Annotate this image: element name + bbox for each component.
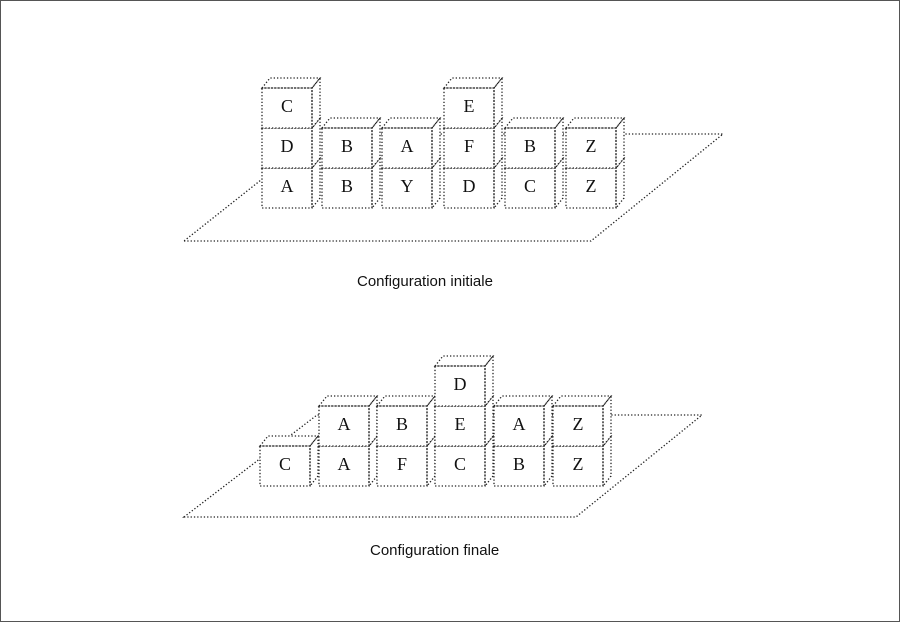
block-letter: B [341, 176, 353, 196]
block-side-face [493, 116, 503, 170]
block-top-face [442, 77, 504, 89]
block-side-face [554, 156, 564, 210]
block-front-face [552, 405, 604, 447]
block-side-face [615, 116, 625, 170]
block-letter: C [454, 454, 466, 474]
block: A [492, 394, 554, 448]
block-letter: Z [586, 136, 597, 156]
block-letter: Z [573, 414, 584, 434]
block-side-face [371, 116, 381, 170]
block-letter: F [397, 454, 407, 474]
block-letter: A [281, 176, 294, 196]
block-side-face [543, 434, 553, 488]
block-side-face [602, 434, 612, 488]
block-front-face [318, 405, 370, 447]
block: A [380, 116, 442, 170]
block-letter: A [401, 136, 414, 156]
block-front-face [376, 405, 428, 447]
block: B [503, 116, 565, 170]
block-front-face [493, 405, 545, 447]
block: Z [564, 116, 626, 170]
block-letter: A [338, 414, 351, 434]
block-front-face [434, 365, 486, 407]
block-top-face [317, 395, 379, 407]
block-front-face [259, 445, 311, 487]
block-top-face [564, 117, 626, 129]
block-top-face [380, 117, 442, 129]
block-letter: D [463, 176, 476, 196]
block-side-face [311, 156, 321, 210]
caption-final: Configuration finale [370, 542, 500, 559]
block-letter: A [338, 454, 351, 474]
block-side-face [431, 116, 441, 170]
block-side-face [484, 354, 494, 408]
block-side-face [554, 116, 564, 170]
block-top-face [503, 117, 565, 129]
block-letter: C [524, 176, 536, 196]
block-side-face [602, 394, 612, 448]
block-side-face [431, 156, 441, 210]
block-top-face [320, 117, 382, 129]
block: B [375, 394, 437, 448]
block-side-face [484, 434, 494, 488]
block-letter: D [454, 374, 467, 394]
block-letter: A [513, 414, 526, 434]
block-front-face [504, 127, 556, 169]
block-top-face [260, 77, 322, 89]
block-side-face [484, 394, 494, 448]
block: C [260, 76, 322, 130]
block-front-face [565, 127, 617, 169]
block-front-face [443, 87, 495, 129]
block-letter: B [396, 414, 408, 434]
table-final [182, 414, 704, 518]
block: C [258, 434, 320, 488]
block-side-face [493, 156, 503, 210]
block-front-face [261, 87, 313, 129]
block-letter: C [281, 96, 293, 116]
block: Z [551, 394, 613, 448]
block-front-face [321, 127, 373, 169]
block-side-face [543, 394, 553, 448]
block-top-face [492, 395, 554, 407]
block-letter: Z [586, 176, 597, 196]
block-letter: B [341, 136, 353, 156]
block-side-face [615, 156, 625, 210]
block: E [442, 76, 504, 130]
block-letter: B [524, 136, 536, 156]
block-front-face [381, 127, 433, 169]
block-side-face [371, 156, 381, 210]
block: B [320, 116, 382, 170]
block-top-face [551, 395, 613, 407]
block-letter: E [464, 96, 475, 116]
block-letter: F [464, 136, 474, 156]
block: A [317, 394, 379, 448]
block-letter: Y [401, 176, 414, 196]
table-initial [182, 133, 725, 242]
caption-initial: Configuration initiale [357, 273, 493, 290]
block-side-face [493, 76, 503, 130]
block-letter: Z [573, 454, 584, 474]
block-side-face [311, 76, 321, 130]
block-top-face [433, 355, 495, 367]
block-side-face [311, 116, 321, 170]
block-top-face [258, 435, 320, 447]
block-letter: B [513, 454, 525, 474]
block-letter: C [279, 454, 291, 474]
block: D [433, 354, 495, 408]
block-letter: D [281, 136, 294, 156]
block-letter: E [455, 414, 466, 434]
block-side-face [309, 434, 319, 488]
